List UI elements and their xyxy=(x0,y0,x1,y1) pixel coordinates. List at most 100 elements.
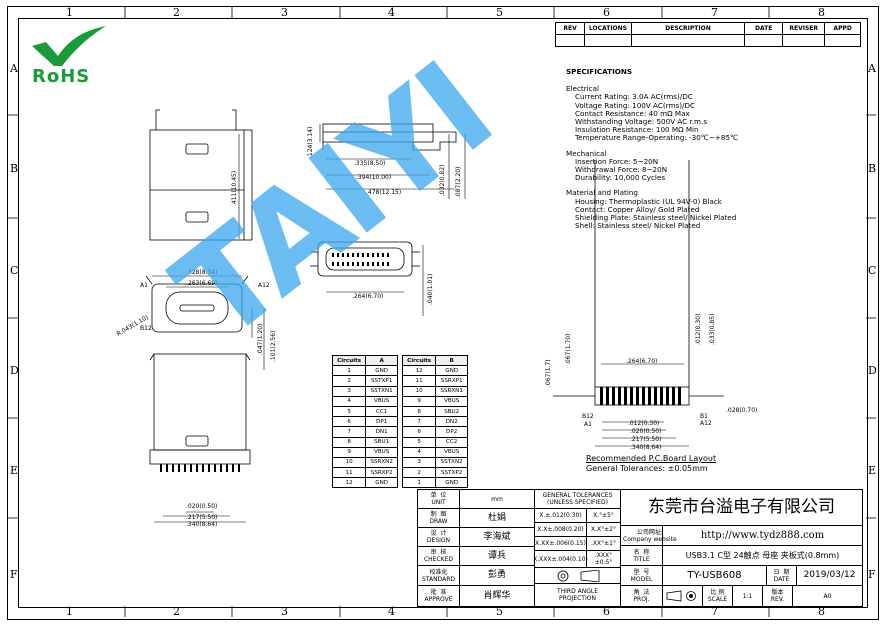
proj-symbol xyxy=(663,586,703,606)
zone-top-3: 3 xyxy=(281,6,288,19)
dim-label-18: .067(1.7) xyxy=(545,359,552,387)
dim-label-4: .478(12.15) xyxy=(366,189,401,196)
specs-material-title: Material and Plating xyxy=(566,188,638,198)
title-block: 单 位 UNIT mm 制 图 DRAW 杜娟 设 计 DESIGN 李海斌 审… xyxy=(417,489,863,607)
company-name: 东莞市台溢电子有限公司 xyxy=(621,490,862,526)
dim-label-23: .264(6.70) xyxy=(626,358,657,365)
standard-label: 校准化 STANDARD xyxy=(418,566,460,586)
date-label: 日 期 DATE xyxy=(767,566,797,586)
website-value: http://www.tydz888.com xyxy=(663,526,862,546)
proj-label: 角 法 PROJ. xyxy=(621,586,663,606)
design-label: 设 计 DESIGN xyxy=(418,528,460,547)
spec-durability: Durability: 10,000 Cycles xyxy=(575,173,666,183)
pin-label-a12: A12 xyxy=(258,282,270,289)
dim-label-17: .340(8.64) xyxy=(186,521,217,528)
design-value: 李海斌 xyxy=(460,528,535,547)
zone-bottom-5: 5 xyxy=(496,605,503,618)
zone-top-8: 8 xyxy=(818,6,825,19)
pin-b-header-b: B xyxy=(435,354,468,367)
name-label: 名 称 TITLE xyxy=(621,546,663,566)
pcb-tolerance: General Tolerances: ±0.05mm xyxy=(586,464,708,473)
draw-label: 制 图 DRAW xyxy=(418,509,460,528)
pcb-title: Recommended P.C.Board Layout xyxy=(586,454,717,463)
revision-table: REV LOCATIONS DESCRIPTION DATE REVISER A… xyxy=(554,22,861,47)
checked-label: 审 核 CHECKED xyxy=(418,547,460,566)
tolerance-5: .XX°±1° xyxy=(587,537,621,551)
date-value: 2019/03/12 xyxy=(797,566,862,586)
spec-insertion: Insertion Force: 5~20N xyxy=(575,156,659,166)
zone-top-1: 1 xyxy=(66,6,73,19)
checkmark-icon xyxy=(32,26,106,66)
zone-bottom-4: 4 xyxy=(388,605,395,618)
pin-b-header-circuits: Circuits xyxy=(401,354,437,367)
scale-value: 1:1 xyxy=(733,586,763,606)
spec-current: Current Rating: 3.0A AC(rms)/DC xyxy=(575,92,693,102)
pin-label-b12: B12 xyxy=(140,325,152,332)
dim-label-19: .067(1.70) xyxy=(565,334,572,365)
name-value: USB3.1 C型 24触点 母座 夹板式(0.8mm) xyxy=(663,546,862,566)
tolerance-2: X.X±.008(0.20) xyxy=(535,523,587,537)
zone-bottom-2: 2 xyxy=(173,605,180,618)
projection-label: THIRD ANGLE PROJECTION xyxy=(535,584,621,606)
zone-top-5: 5 xyxy=(496,6,503,19)
zone-left-A: A xyxy=(10,62,18,75)
dim-label-13: .264(6.70) xyxy=(352,293,383,300)
dim-label-8: .328(8.34) xyxy=(186,269,217,276)
unit-value: mm xyxy=(460,490,535,509)
rev-label: 版本 REV. xyxy=(763,586,793,606)
tolerance-0: X.±.012(0.30) xyxy=(535,509,587,523)
zone-bottom-3: 3 xyxy=(281,605,288,618)
zone-right-D: D xyxy=(868,364,877,377)
zone-bottom-1: 1 xyxy=(66,605,73,618)
pin-a-header-circuits: Circuits xyxy=(331,354,367,367)
zone-top-6: 6 xyxy=(603,6,610,19)
zone-left-F: F xyxy=(10,568,18,581)
dim-label-21: .033(0.85) xyxy=(709,314,716,345)
zone-top-4: 4 xyxy=(388,6,395,19)
unit-label: 单 位 UNIT xyxy=(418,490,460,509)
approve-label: 批 准 APPROVE xyxy=(418,586,460,606)
dim-label-3: .394(10.00) xyxy=(356,174,391,181)
zone-bottom-8: 8 xyxy=(818,605,825,618)
spec-housing: Housing: Thermoplastic (UL 94V-0) Black xyxy=(575,196,722,206)
connector-pin-view xyxy=(310,241,420,277)
spec-withdrawal: Withdrawal Force: 8~20N xyxy=(575,165,668,175)
zone-right-A: A xyxy=(868,62,876,75)
drawing-outer-border xyxy=(7,6,879,620)
dim-label-27: .340(8.64) xyxy=(630,444,661,451)
spec-temperature: Temperature Range-Operating: -30℃~+85℃ xyxy=(575,133,739,143)
dim-label-2: .335(8.50) xyxy=(354,160,385,167)
checked-value: 谭兵 xyxy=(460,547,535,566)
general-tolerances-title: GENERAL TOLERANCES (UNLESS SPECIFIED) xyxy=(535,490,621,509)
specifications-block: SPECIFICATIONS Electrical Current Rating… xyxy=(566,67,739,230)
rohs-text: RoHS xyxy=(32,66,91,87)
zone-left-E: E xyxy=(10,464,19,477)
third-angle-projection-icon xyxy=(557,569,599,582)
specs-electrical-title: Electrical xyxy=(566,84,600,94)
spec-insulation: Insulation Resistance: 100 MΩ Min xyxy=(575,125,699,135)
dim-label-14: .040(1.01) xyxy=(427,274,434,305)
rohs-logo: RoHS xyxy=(26,24,110,87)
front-face-view xyxy=(145,275,249,333)
side-view xyxy=(322,123,457,151)
dim-label-5: .032(0.82) xyxy=(439,165,446,196)
bottom-view xyxy=(149,353,251,465)
drawing-inner-border xyxy=(18,18,868,608)
